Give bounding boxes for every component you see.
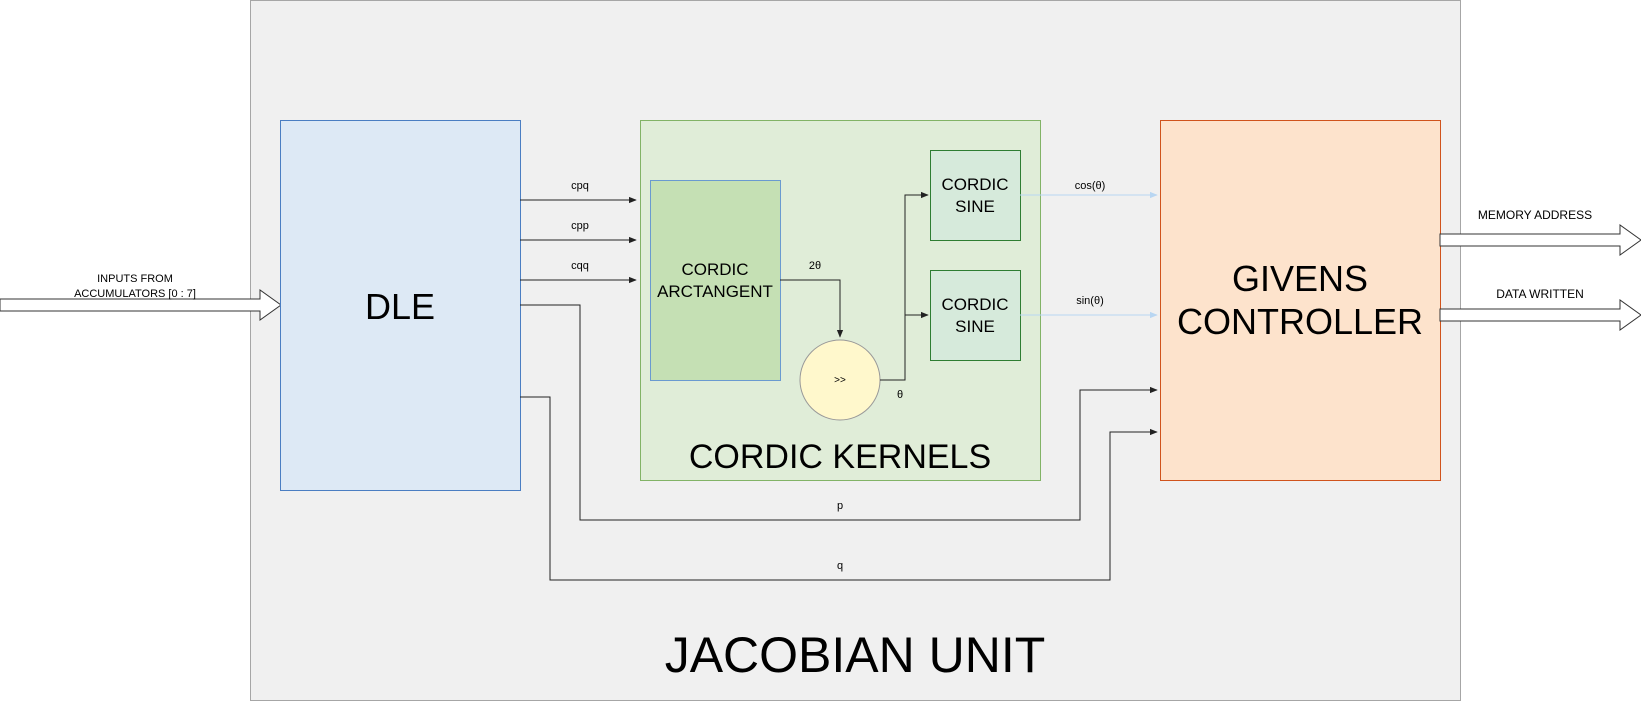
shift-label: >> bbox=[834, 375, 846, 386]
cos-label: cos(θ) bbox=[1075, 180, 1106, 192]
jacobian-unit-title: JACOBIAN UNIT bbox=[665, 627, 1046, 683]
q-wire bbox=[520, 396, 1158, 581]
arctangent-label-line2: ARCTANGENT bbox=[657, 282, 773, 301]
sine-upper-label-line2: SINE bbox=[955, 197, 995, 216]
givens-label-line2: CONTROLLER bbox=[1177, 301, 1423, 342]
two-theta-label: 2θ bbox=[809, 260, 821, 272]
p-wire bbox=[520, 304, 1158, 521]
q-label: q bbox=[837, 560, 843, 572]
cordic-kernels-label: CORDIC KERNELS bbox=[689, 438, 991, 476]
arctangent-label-line1: CORDIC bbox=[681, 260, 748, 279]
two-theta-wire bbox=[780, 279, 844, 338]
givens-controller-block bbox=[1160, 120, 1441, 481]
givens-label-line1: GIVENS bbox=[1232, 258, 1368, 299]
memory-address-arrow bbox=[1439, 224, 1641, 256]
cordic-sine-block-lower bbox=[930, 270, 1021, 361]
dle-label: DLE bbox=[365, 286, 435, 327]
cpq-label: cpq bbox=[571, 180, 589, 192]
sine-lower-label-line1: CORDIC bbox=[941, 295, 1008, 314]
inputs-label-line1: INPUTS FROM bbox=[97, 273, 173, 285]
theta-wire-upper bbox=[880, 191, 929, 381]
data-written-label: DATA WRITTEN bbox=[1496, 287, 1584, 301]
p-label: p bbox=[837, 500, 843, 512]
cordic-arctangent-block bbox=[650, 180, 781, 381]
theta-label: θ bbox=[897, 389, 903, 401]
inputs-label-line2: ACCUMULATORS [0 : 7] bbox=[74, 288, 196, 300]
cpp-label: cpp bbox=[571, 220, 589, 232]
cqq-label: cqq bbox=[571, 260, 589, 272]
sine-upper-label-line1: CORDIC bbox=[941, 175, 1008, 194]
inputs-arrow bbox=[0, 289, 282, 321]
sin-label: sin(θ) bbox=[1076, 295, 1104, 307]
cordic-sine-block-upper bbox=[930, 150, 1021, 241]
data-written-arrow bbox=[1439, 299, 1641, 331]
dle-block bbox=[280, 120, 521, 491]
memory-address-label: MEMORY ADDRESS bbox=[1478, 208, 1592, 222]
sine-lower-label-line2: SINE bbox=[955, 317, 995, 336]
